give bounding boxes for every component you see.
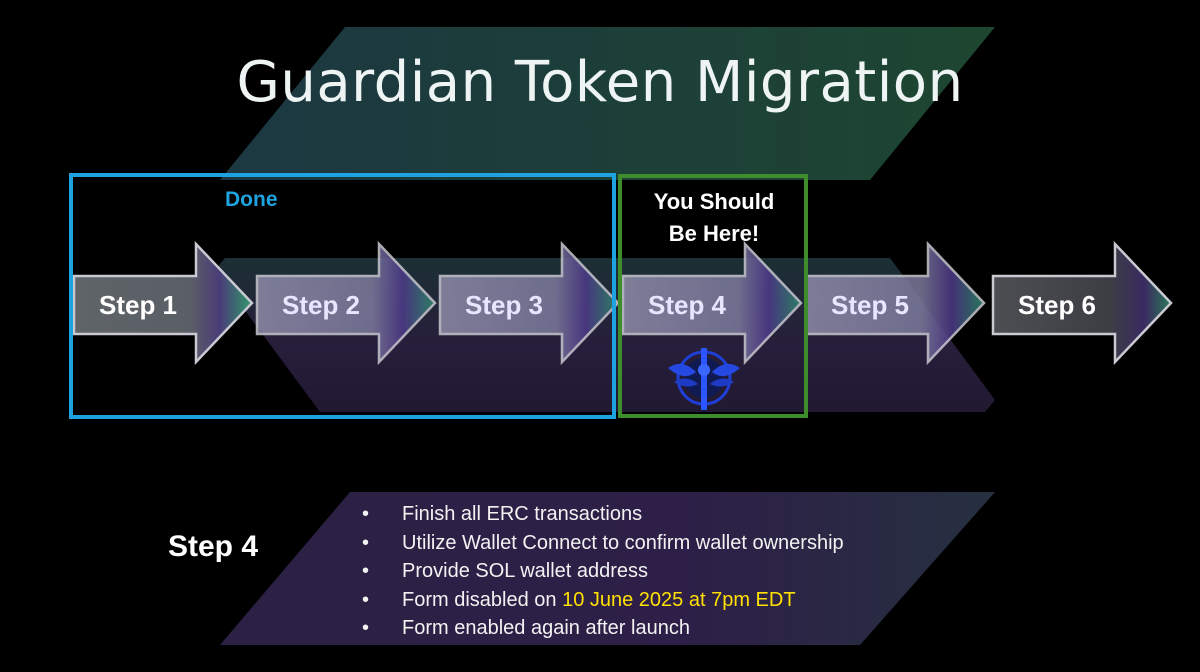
current-position-line1: You Should	[653, 189, 775, 214]
bullet-dot: •	[362, 617, 370, 639]
bullet-dot: •	[362, 560, 370, 582]
step-label-4: Step 4	[647, 290, 727, 320]
bullet-text: Form disabled on	[402, 588, 563, 611]
page-title: Guardian Token Migration	[236, 50, 964, 115]
current-frame	[618, 174, 808, 418]
bullet-dot: •	[362, 588, 370, 611]
step-arrow-1	[72, 240, 254, 366]
bullet-dot: •	[362, 531, 370, 554]
done-frame	[69, 173, 616, 419]
bullet-item: • Form disabled on 10 June 2025 at 7pm ED…	[362, 586, 844, 615]
step-label-3: Step 3	[464, 290, 544, 320]
step-label-5: Step 5	[830, 290, 910, 320]
step-arrow-5	[804, 240, 986, 366]
step-arrow-3	[438, 240, 620, 366]
step-arrow-2	[255, 240, 437, 366]
step-arrows	[72, 240, 1173, 366]
guardian-logo-icon	[668, 348, 740, 410]
details-banner	[220, 492, 995, 645]
bullet-item: • Form enabled again after launch	[362, 614, 844, 643]
bullet-text: Provide SOL wallet address	[402, 560, 649, 582]
bullet-text: Finish all ERC transactions	[402, 503, 643, 525]
current-position-label: You Should Be Here!	[622, 186, 806, 250]
bullet-dot: •	[362, 503, 370, 525]
bullet-item: • Finish all ERC transactions	[362, 500, 844, 529]
step-label-6: Step 6	[1017, 290, 1097, 320]
bullet-highlight: 10 June 2025 at 7pm EDT	[562, 588, 796, 611]
current-step-bullets: • Finish all ERC transactions • Utilize Wal…	[362, 500, 844, 643]
current-position-line2: Be Here!	[668, 221, 760, 246]
title-banner	[220, 27, 995, 180]
step-label-1: Step 1	[98, 290, 178, 320]
bullet-item: • Utilize Wallet Connect to confirm walle…	[362, 529, 844, 558]
step-label-2: Step 2	[281, 290, 361, 320]
step-arrow-6	[991, 240, 1173, 366]
bullet-item: • Provide SOL wallet address	[362, 557, 844, 586]
bullet-text: Utilize Wallet Connect to confirm wallet…	[402, 531, 844, 554]
bullet-text: Form enabled again after launch	[402, 617, 690, 639]
done-label: Done	[225, 188, 278, 211]
current-step-title: Step 4	[168, 530, 259, 563]
step-arrow-4	[621, 240, 803, 366]
